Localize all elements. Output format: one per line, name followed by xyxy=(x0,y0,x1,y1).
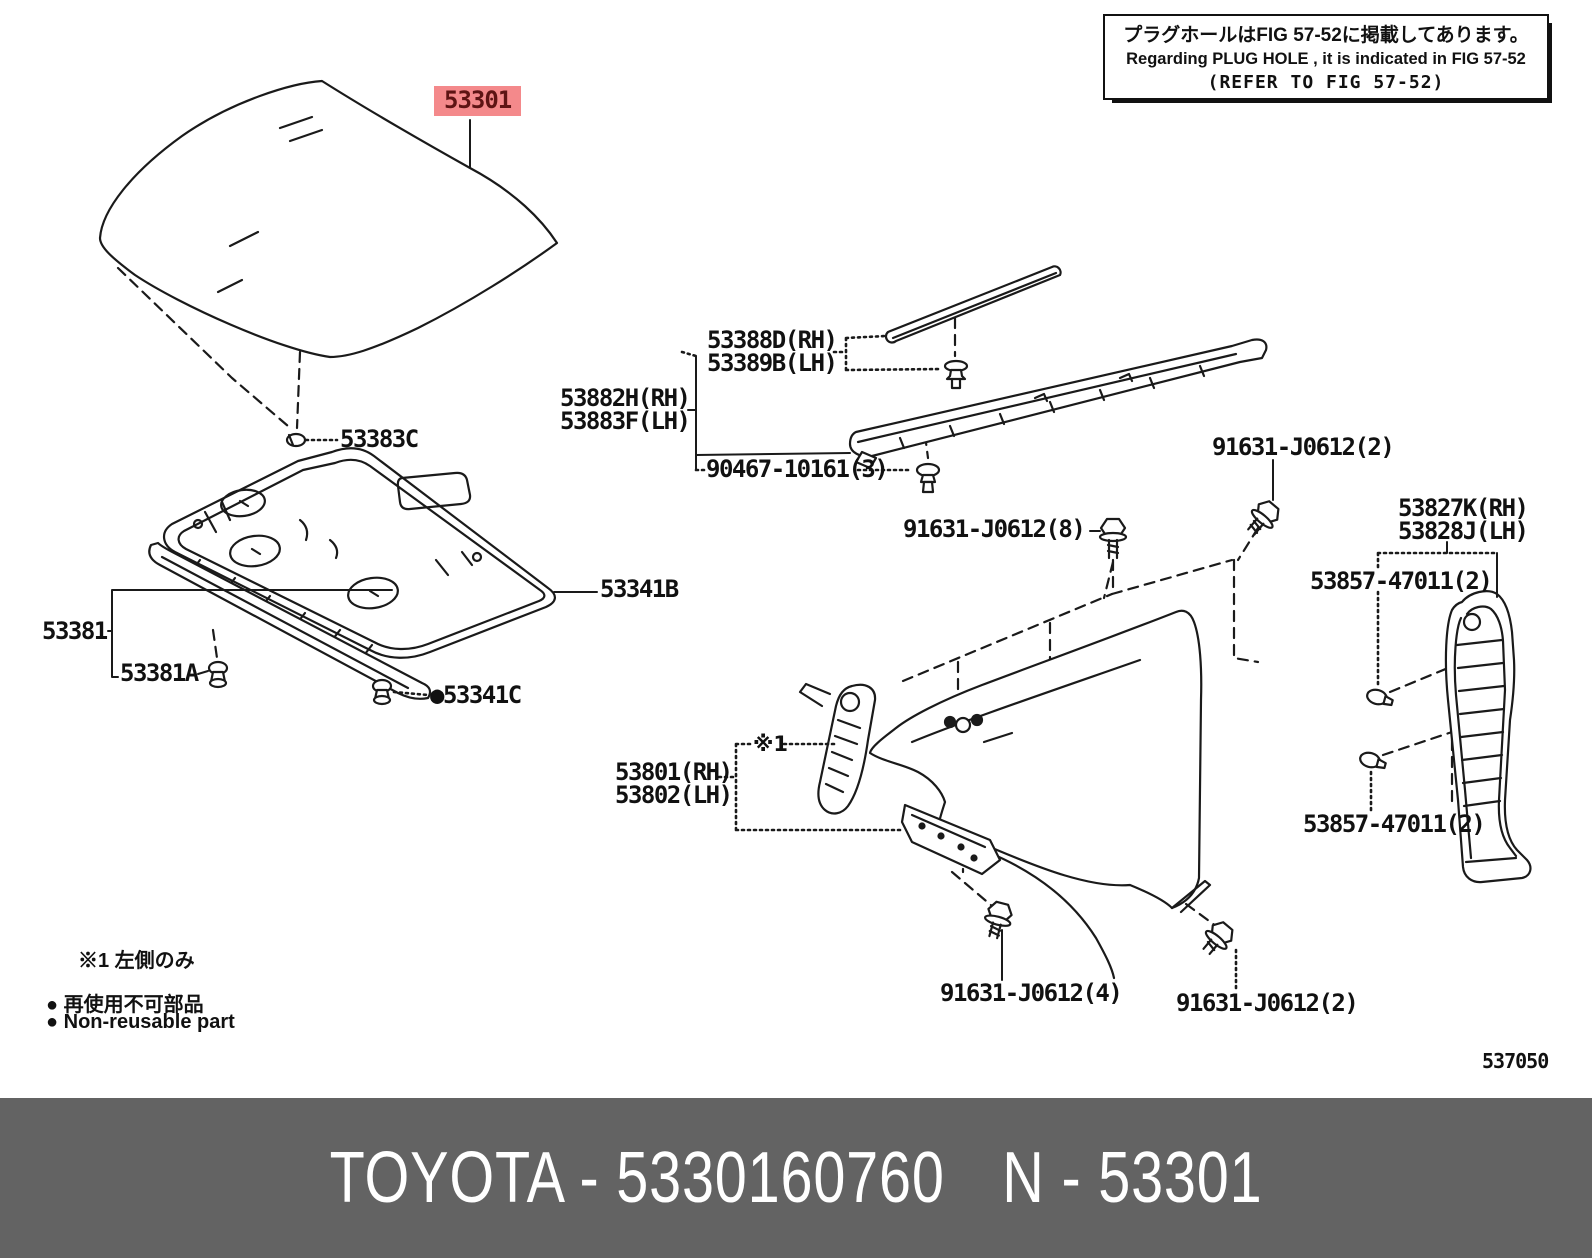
bolt-2-top-drawing xyxy=(1247,500,1280,536)
part-label-moulding-lh[interactable]: 53389B(LH) xyxy=(707,349,838,377)
part-label-seal-rear-rh[interactable]: 53882H(RH) xyxy=(560,384,691,412)
hood-seal-drawing xyxy=(148,541,432,700)
part-label-fender-lh[interactable]: 53802(LH) xyxy=(615,781,733,809)
part-label-hood-clip[interactable]: 53383C xyxy=(340,425,419,453)
moulding-clip-drawing xyxy=(943,359,969,390)
part-label-insulator-clip[interactable]: ●53341C xyxy=(430,681,522,709)
part-label-clip-90467[interactable]: 90467-10161(3) xyxy=(706,455,889,483)
leader-lines xyxy=(107,119,1499,992)
part-label-insulator[interactable]: 53341B xyxy=(600,575,679,603)
rail-drawing xyxy=(848,338,1268,470)
protector-drawing xyxy=(1444,590,1532,884)
rail-clip-drawing xyxy=(915,462,941,494)
footer-part-number: TOYOTA - 5330160760 xyxy=(329,1138,945,1218)
bolt-8-drawing xyxy=(1098,517,1128,560)
plug-hole-note-box: プラグホールはFIG 57-52に掲載してあります。 Regarding PLU… xyxy=(1103,14,1549,100)
part-label-hood-seal-clip[interactable]: 53381A xyxy=(120,659,199,687)
part-label-hood-selected[interactable]: 53301 xyxy=(434,86,522,116)
note-line-jp: プラグホールはFIG 57-52に掲載してあります。 xyxy=(1123,25,1529,46)
fender-drawing xyxy=(868,609,1212,980)
hood-clip-drawing xyxy=(285,432,307,448)
seal-clip-drawing xyxy=(207,660,229,689)
bolt-2-bottom-drawing xyxy=(1202,921,1234,956)
footnote-x1: ※1 左側のみ xyxy=(78,950,195,972)
moulding-drawing xyxy=(884,265,1062,344)
protector-clip-top-drawing xyxy=(1366,688,1394,707)
footnote-nonreusable-en: ● Non-reusable part xyxy=(46,1011,235,1033)
part-label-seal-rear[interactable]: 53882H(RH) 53883F(LH) xyxy=(560,384,691,435)
figure-number: 537050 xyxy=(1482,1049,1549,1073)
hood-drawing xyxy=(98,79,559,359)
footer-text: TOYOTA - 5330160760 N - 53301 xyxy=(330,1137,1263,1219)
brace-drawing xyxy=(798,682,877,815)
part-label-protector[interactable]: 53827K(RH) 53828J(LH) xyxy=(1398,494,1529,545)
note-line-en: Regarding PLUG HOLE , it is indicated in… xyxy=(1126,50,1526,68)
insulator-drawing xyxy=(163,447,556,659)
part-label-fender-rh[interactable]: 53801(RH) xyxy=(615,758,733,786)
part-label-bolt-8[interactable]: 91631-J0612(8) xyxy=(903,515,1086,543)
part-label-protector-clip-bottom[interactable]: 53857-47011(2) xyxy=(1303,810,1486,838)
note-line-ref: (REFER TO FIG 57-52) xyxy=(1207,72,1445,93)
footer-fig-ref: N - 53301 xyxy=(1002,1138,1263,1218)
part-label-protector-rh[interactable]: 53827K(RH) xyxy=(1398,494,1529,522)
footer-bar: TOYOTA - 5330160760 N - 53301 xyxy=(0,1098,1592,1258)
part-label-protector-clip-top[interactable]: 53857-47011(2) xyxy=(1310,567,1493,595)
bolt-4-drawing xyxy=(983,900,1013,940)
part-label-bolt-2-top[interactable]: 91631-J0612(2) xyxy=(1212,433,1395,461)
part-label-fender[interactable]: 53801(RH) 53802(LH) xyxy=(615,758,733,809)
part-label-seal-rear-lh[interactable]: 53883F(LH) xyxy=(560,407,691,435)
part-label-bolt-2-bottom[interactable]: 91631-J0612(2) xyxy=(1176,989,1359,1017)
part-label-hood-seal[interactable]: 53381 xyxy=(42,617,108,645)
part-label-moulding-rh[interactable]: 53388D(RH) xyxy=(707,326,838,354)
part-label-protector-lh[interactable]: 53828J(LH) xyxy=(1398,517,1529,545)
footnote-nonreusable-jp: ● 再使用不可部品 xyxy=(46,994,204,1016)
part-label-moulding[interactable]: 53388D(RH) 53389B(LH) xyxy=(707,326,838,377)
protector-clip-bottom-drawing xyxy=(1359,751,1387,770)
part-label-bolt-4[interactable]: 91631-J0612(4) xyxy=(940,979,1123,1007)
insulator-clip-drawing xyxy=(371,678,393,706)
ref-mark-x1: ※1 xyxy=(753,732,789,756)
